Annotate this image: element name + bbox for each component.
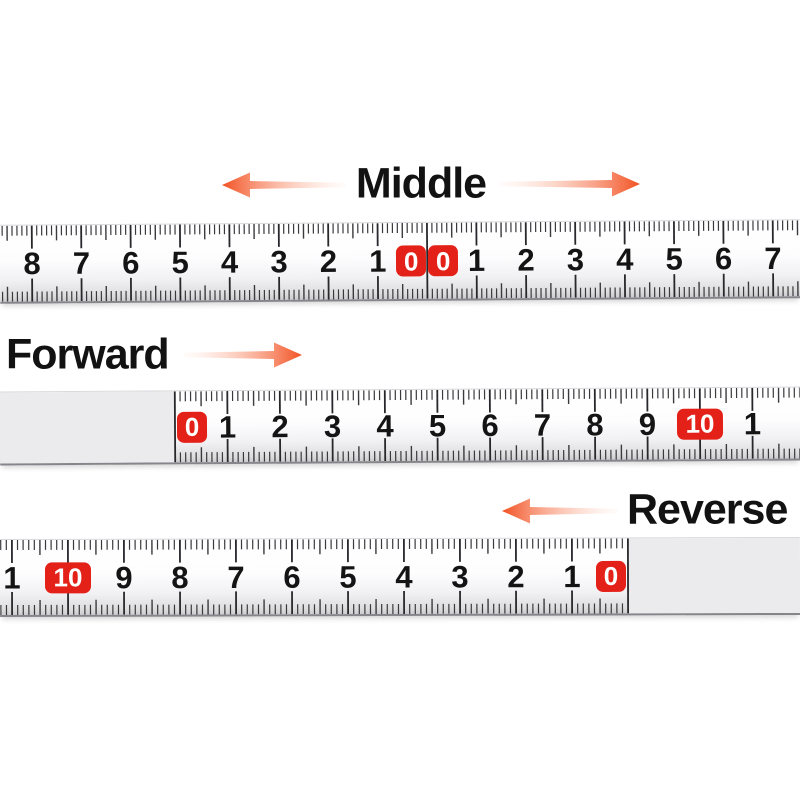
scale-number: 2: [271, 408, 289, 444]
scale-number: 1: [218, 409, 237, 445]
scale-number: 6: [714, 241, 733, 277]
scale-number: 2: [507, 558, 525, 594]
scale-number: 3: [323, 408, 342, 444]
scale-number: 3: [566, 242, 585, 278]
highlight-number: 10: [44, 561, 92, 593]
tick-marks: [173, 387, 800, 463]
middle-label: Middle: [355, 159, 487, 208]
highlight-number: 0: [428, 245, 459, 277]
scale-number: 7: [533, 407, 552, 443]
scale-number: 1: [3, 559, 21, 596]
scale-number: 1: [743, 405, 762, 441]
scale-number: 8: [23, 246, 41, 282]
scale-number: 5: [428, 407, 447, 443]
scale-number: 4: [220, 244, 239, 280]
tick-marks: [0, 538, 629, 616]
scale-number: 2: [517, 242, 535, 278]
scale-number: 4: [616, 241, 634, 277]
scale-number: 9: [638, 406, 657, 442]
scale-number: 9: [115, 559, 133, 595]
scale-number: 1: [467, 242, 486, 279]
scale-number: 7: [72, 245, 91, 281]
scale-number: 4: [376, 408, 394, 444]
scale-number: 2: [319, 243, 338, 280]
highlight-number: 0: [595, 560, 627, 592]
scale-number: 6: [122, 245, 140, 281]
scale-number: 7: [227, 559, 245, 595]
middle-left-arrow-icon: [222, 172, 346, 198]
highlight-number: 10: [676, 408, 724, 440]
scale-number: 5: [665, 241, 683, 277]
reverse-left-arrow-icon: [502, 498, 618, 524]
scale-number: 5: [171, 244, 189, 281]
scale-number: 3: [270, 244, 288, 280]
reverse-label: Reverse: [627, 485, 788, 534]
tick-marks: [1, 220, 799, 302]
scale-number: 7: [764, 240, 782, 276]
middle-right-arrow-icon: [500, 171, 640, 197]
highlight-number: 0: [176, 411, 208, 443]
scale-number: 1: [369, 243, 387, 279]
scale-number: 8: [586, 406, 604, 442]
forward-label: Forward: [6, 330, 170, 379]
scale-number: 1: [563, 558, 581, 594]
scale-number: 6: [481, 407, 499, 443]
scale-number: 4: [395, 558, 413, 595]
highlight-number: 0: [396, 245, 427, 277]
scale-number: 5: [339, 559, 357, 595]
scale-number: 8: [171, 559, 189, 595]
forward-right-arrow-icon: [184, 342, 302, 368]
scale-number: 6: [283, 559, 301, 595]
scale-number: 3: [451, 558, 469, 594]
